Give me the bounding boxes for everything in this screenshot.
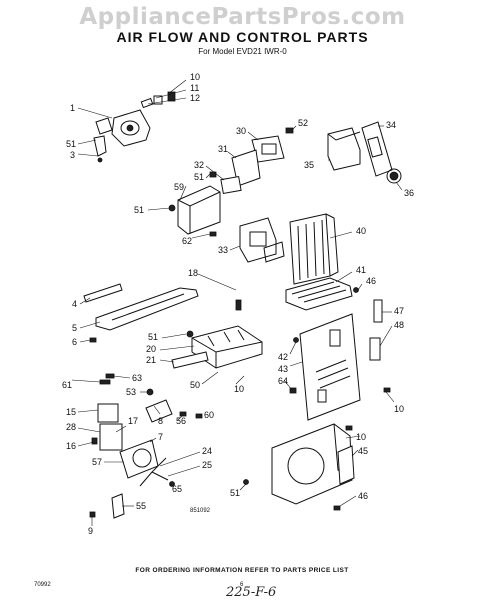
callout-15: 15 bbox=[66, 407, 76, 417]
callout-56: 56 bbox=[176, 416, 186, 426]
callout-34: 34 bbox=[386, 120, 396, 130]
thermostat-part bbox=[239, 217, 285, 263]
diagram-code: 851092 bbox=[190, 508, 211, 514]
fan-motor-part bbox=[89, 373, 203, 519]
site-watermark: AppliancePartsPros.com bbox=[79, 4, 406, 30]
callout-51: 51 bbox=[134, 205, 144, 215]
callout-8: 8 bbox=[158, 416, 163, 426]
lower-air-duct-part bbox=[243, 423, 355, 511]
callout-48: 48 bbox=[394, 320, 404, 330]
control-housing-part bbox=[171, 299, 263, 369]
callout-10: 10 bbox=[394, 404, 404, 414]
evaporator-cover-part bbox=[289, 213, 339, 285]
callout-18: 18 bbox=[188, 268, 198, 278]
handwritten-note: 225-F-6 bbox=[225, 585, 276, 600]
callout-50: 50 bbox=[190, 380, 200, 390]
callout-62: 62 bbox=[182, 236, 192, 246]
damper-control-part bbox=[327, 121, 402, 184]
callout-4: 4 bbox=[72, 299, 77, 309]
callout-16: 16 bbox=[66, 441, 76, 451]
callout-10: 10 bbox=[190, 72, 200, 82]
callout-leader-lines bbox=[71, 79, 403, 526]
callout-59: 59 bbox=[174, 182, 184, 192]
callout-12: 12 bbox=[190, 93, 200, 103]
callout-51: 51 bbox=[66, 139, 76, 149]
left-code: 70992 bbox=[34, 582, 51, 588]
callout-45: 45 bbox=[358, 446, 368, 456]
ordering-note: FOR ORDERING INFORMATION REFER TO PARTS … bbox=[135, 567, 348, 574]
callout-51: 51 bbox=[194, 172, 204, 182]
callout-32: 32 bbox=[194, 160, 204, 170]
callout-51: 51 bbox=[148, 332, 158, 342]
callout-53: 53 bbox=[126, 387, 136, 397]
callout-17: 17 bbox=[128, 416, 138, 426]
callout-42: 42 bbox=[278, 352, 288, 362]
callout-9: 9 bbox=[88, 526, 93, 536]
callout-30: 30 bbox=[236, 126, 246, 136]
callout-24: 24 bbox=[202, 446, 212, 456]
control-panel-part bbox=[289, 299, 391, 431]
air-duct-cover-part bbox=[168, 185, 221, 237]
fan-housing-part bbox=[93, 91, 176, 163]
callout-46: 46 bbox=[358, 491, 368, 501]
model-subtitle: For Model EVD21 IWR-0 bbox=[198, 47, 287, 56]
callout-21: 21 bbox=[146, 355, 156, 365]
callout-65: 65 bbox=[172, 484, 182, 494]
callout-3: 3 bbox=[70, 150, 75, 160]
callout-28: 28 bbox=[66, 422, 76, 432]
callout-57: 57 bbox=[92, 457, 102, 467]
callout-36: 36 bbox=[404, 188, 414, 198]
callout-63: 63 bbox=[132, 373, 142, 383]
callout-5: 5 bbox=[72, 323, 77, 333]
callout-1: 1 bbox=[70, 103, 75, 113]
callout-51: 51 bbox=[230, 488, 240, 498]
callout-31: 31 bbox=[218, 144, 228, 154]
callout-7: 7 bbox=[158, 432, 163, 442]
callout-41: 41 bbox=[356, 265, 366, 275]
mounting-rail-part bbox=[83, 283, 199, 343]
callout-33: 33 bbox=[218, 245, 228, 255]
callout-35: 35 bbox=[304, 160, 314, 170]
callout-52: 52 bbox=[298, 118, 308, 128]
callout-25: 25 bbox=[202, 460, 212, 470]
page-mark: 6 bbox=[240, 582, 244, 588]
drain-tray-part bbox=[285, 277, 359, 311]
callout-60: 60 bbox=[204, 410, 214, 420]
callout-40: 40 bbox=[356, 226, 366, 236]
callout-46: 46 bbox=[366, 276, 376, 286]
callout-20: 20 bbox=[146, 344, 156, 354]
callout-6: 6 bbox=[72, 337, 77, 347]
callout-43: 43 bbox=[278, 364, 288, 374]
callout-55: 55 bbox=[136, 501, 146, 511]
callout-10: 10 bbox=[356, 432, 366, 442]
callout-10: 10 bbox=[234, 384, 244, 394]
callout-64: 64 bbox=[278, 376, 288, 386]
callout-numbers: 10 11 12 1 51 3 30 52 34 31 35 32 51 59 … bbox=[62, 72, 414, 536]
callout-47: 47 bbox=[394, 306, 404, 316]
callout-61: 61 bbox=[62, 380, 72, 390]
page-title: AIR FLOW AND CONTROL PARTS bbox=[116, 29, 369, 45]
callout-11: 11 bbox=[190, 83, 199, 93]
control-bracket-part bbox=[209, 127, 294, 195]
